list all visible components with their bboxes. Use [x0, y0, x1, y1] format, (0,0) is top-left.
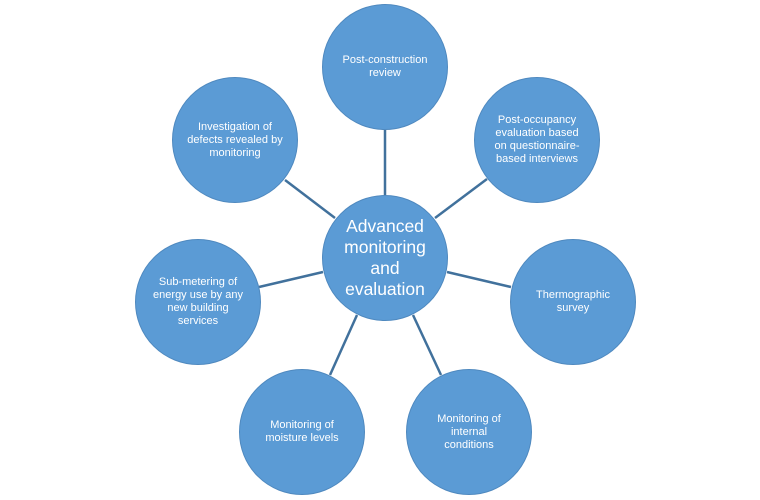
node-label: Monitoring of internal conditions [437, 412, 501, 451]
connector-line [258, 270, 324, 289]
node-thermographic-survey: Thermographic survey [510, 239, 636, 365]
node-label: Investigation of defects revealed by mon… [187, 120, 283, 159]
node-label: Post-construction review [342, 54, 428, 79]
node-investigation-defects: Investigation of defects revealed by mon… [172, 77, 298, 203]
connector-line [411, 314, 443, 376]
node-sub-metering-energy: Sub-metering of energy use by any new bu… [135, 239, 261, 365]
connector-line [446, 270, 512, 289]
connector-line [328, 314, 359, 376]
node-label: Monitoring of moisture levels [265, 419, 339, 444]
node-label: Sub-metering of energy use by any new bu… [153, 276, 243, 327]
node-post-construction-review: Post-construction review [322, 4, 448, 130]
center-label: Advanced monitoring and evaluation [344, 216, 426, 299]
node-monitoring-internal-conditions: Monitoring of internal conditions [406, 369, 532, 495]
connector-line [434, 178, 488, 219]
node-monitoring-moisture-levels: Monitoring of moisture levels [239, 369, 365, 495]
node-post-occupancy-evaluation: Post-occupancy evaluation based on quest… [474, 77, 600, 203]
node-label: Thermographic survey [536, 289, 610, 314]
connector-line [284, 179, 336, 219]
center-node: Advanced monitoring and evaluation [322, 195, 448, 321]
node-label: Post-occupancy evaluation based on quest… [494, 114, 580, 165]
